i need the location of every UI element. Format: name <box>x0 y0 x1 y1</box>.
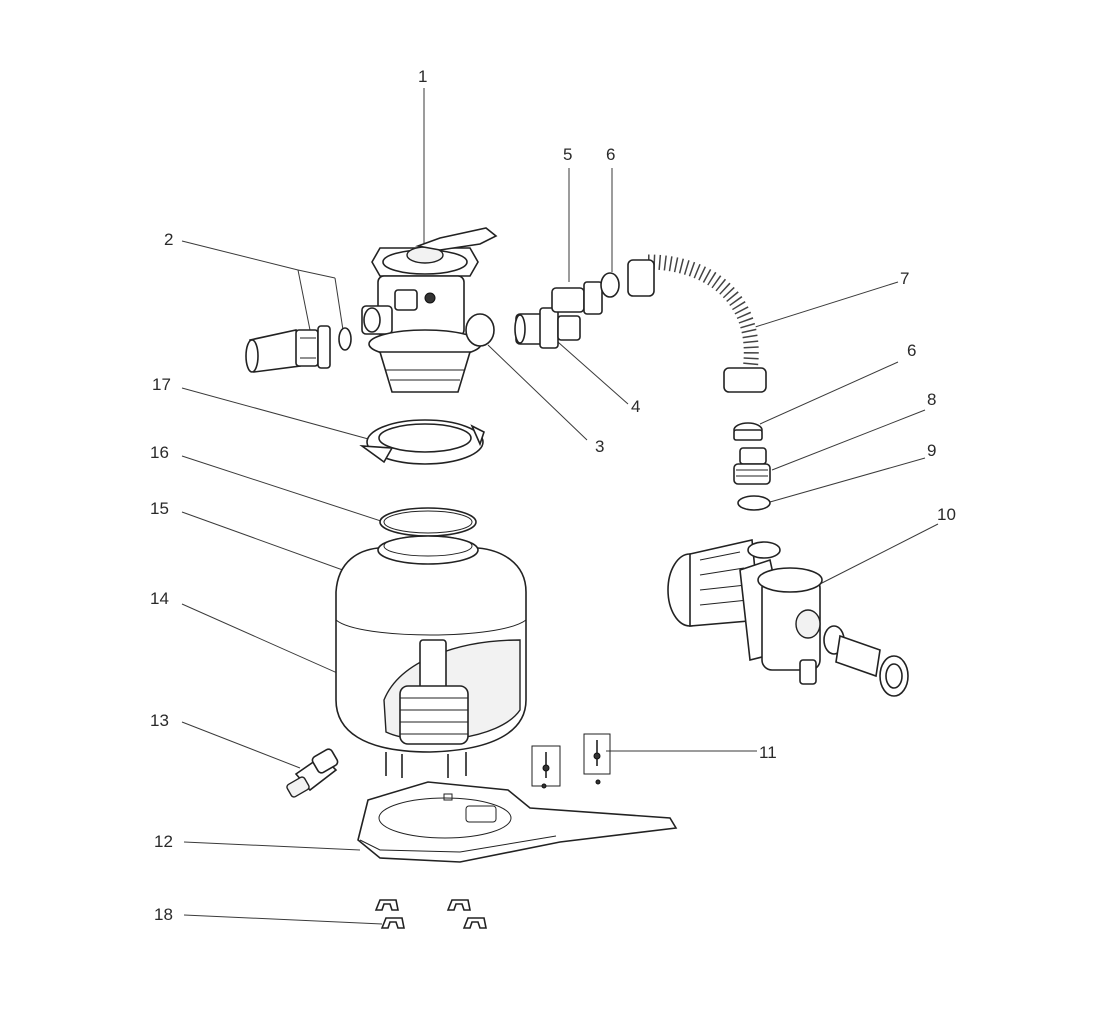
callout-12: 12 <box>154 832 173 851</box>
callout-2: 2 <box>164 230 173 249</box>
callout-18: 18 <box>154 905 173 924</box>
callout-16: 16 <box>150 443 169 462</box>
callout-5: 5 <box>563 145 572 164</box>
flexible-hose <box>627 254 767 393</box>
leader-lines <box>181 88 939 925</box>
callout-10: 10 <box>937 505 956 524</box>
hose-adapter-set <box>733 422 771 511</box>
multiport-valve <box>361 227 498 393</box>
pump <box>667 539 909 697</box>
callout-15: 15 <box>150 499 169 518</box>
tank-o-ring <box>379 507 477 537</box>
callout-4: 4 <box>631 397 640 416</box>
clamp-ring <box>359 419 485 465</box>
callout-17: 17 <box>152 375 171 394</box>
callout-8: 8 <box>927 390 936 409</box>
callout-6a: 6 <box>606 145 615 164</box>
callout-labels: 1 2 3 4 5 6 6 7 8 9 10 11 12 13 14 15 16… <box>150 67 956 924</box>
callout-6b: 6 <box>907 341 916 360</box>
callout-7: 7 <box>900 269 909 288</box>
union-fitting-left <box>245 325 352 373</box>
base-clips <box>374 899 487 929</box>
mounting-bolts <box>531 733 611 787</box>
callout-3: 3 <box>595 437 604 456</box>
drain-plug <box>286 748 339 798</box>
callout-1: 1 <box>418 67 427 86</box>
union-fittings-right <box>514 272 620 349</box>
base-plate <box>357 779 678 863</box>
filter-tank <box>335 535 527 778</box>
callout-13: 13 <box>150 711 169 730</box>
callout-14: 14 <box>150 589 169 608</box>
callout-9: 9 <box>927 441 936 460</box>
callout-11: 11 <box>759 743 777 762</box>
